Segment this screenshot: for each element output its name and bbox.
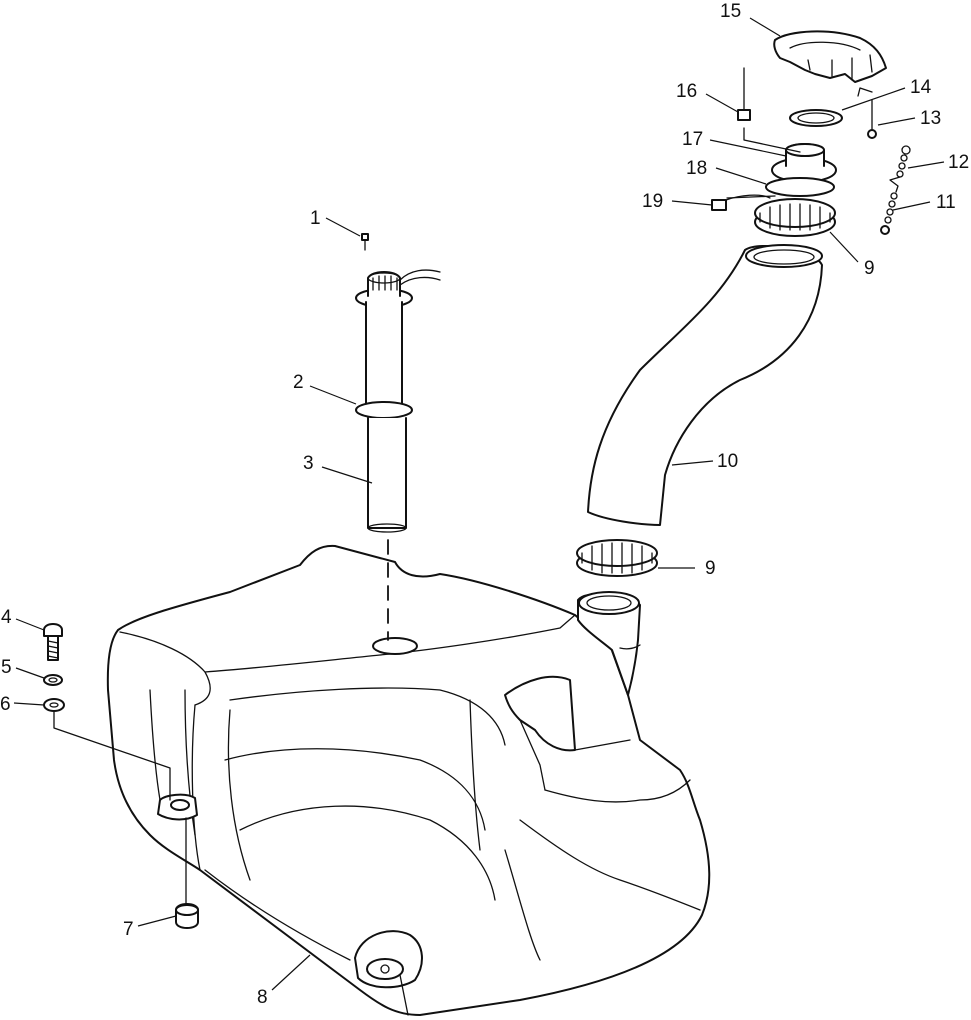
callout-6: 6 bbox=[0, 694, 11, 715]
callout-5: 5 bbox=[1, 657, 12, 678]
mount-hardware bbox=[43, 623, 199, 929]
callout-14: 14 bbox=[910, 77, 932, 98]
fuel-tank bbox=[106, 544, 711, 1016]
leader-lines bbox=[13, 17, 945, 991]
hose-clamp-upper bbox=[754, 198, 836, 237]
callout-17: 17 bbox=[682, 129, 703, 150]
callout-9-lower: 9 bbox=[705, 558, 716, 579]
fuel-sender-assembly bbox=[355, 233, 441, 533]
callout-3: 3 bbox=[303, 453, 314, 474]
callout-1: 1 bbox=[310, 208, 321, 229]
callout-10: 10 bbox=[717, 451, 738, 472]
filler-neck-assembly bbox=[765, 30, 887, 197]
callout-12: 12 bbox=[948, 152, 969, 173]
callout-19: 19 bbox=[642, 191, 663, 212]
callout-15: 15 bbox=[720, 1, 741, 22]
callout-9-upper: 9 bbox=[864, 258, 875, 279]
filler-hose bbox=[587, 244, 823, 526]
callout-2: 2 bbox=[293, 372, 304, 393]
callout-11: 11 bbox=[936, 192, 956, 213]
callout-7: 7 bbox=[123, 919, 134, 940]
hose-clamp-lower bbox=[576, 539, 658, 577]
callout-16: 16 bbox=[676, 81, 697, 102]
callout-13: 13 bbox=[920, 108, 941, 129]
filler-hardware bbox=[711, 67, 911, 235]
callout-8: 8 bbox=[257, 987, 268, 1008]
callout-18: 18 bbox=[686, 158, 707, 179]
callout-4: 4 bbox=[1, 607, 12, 628]
